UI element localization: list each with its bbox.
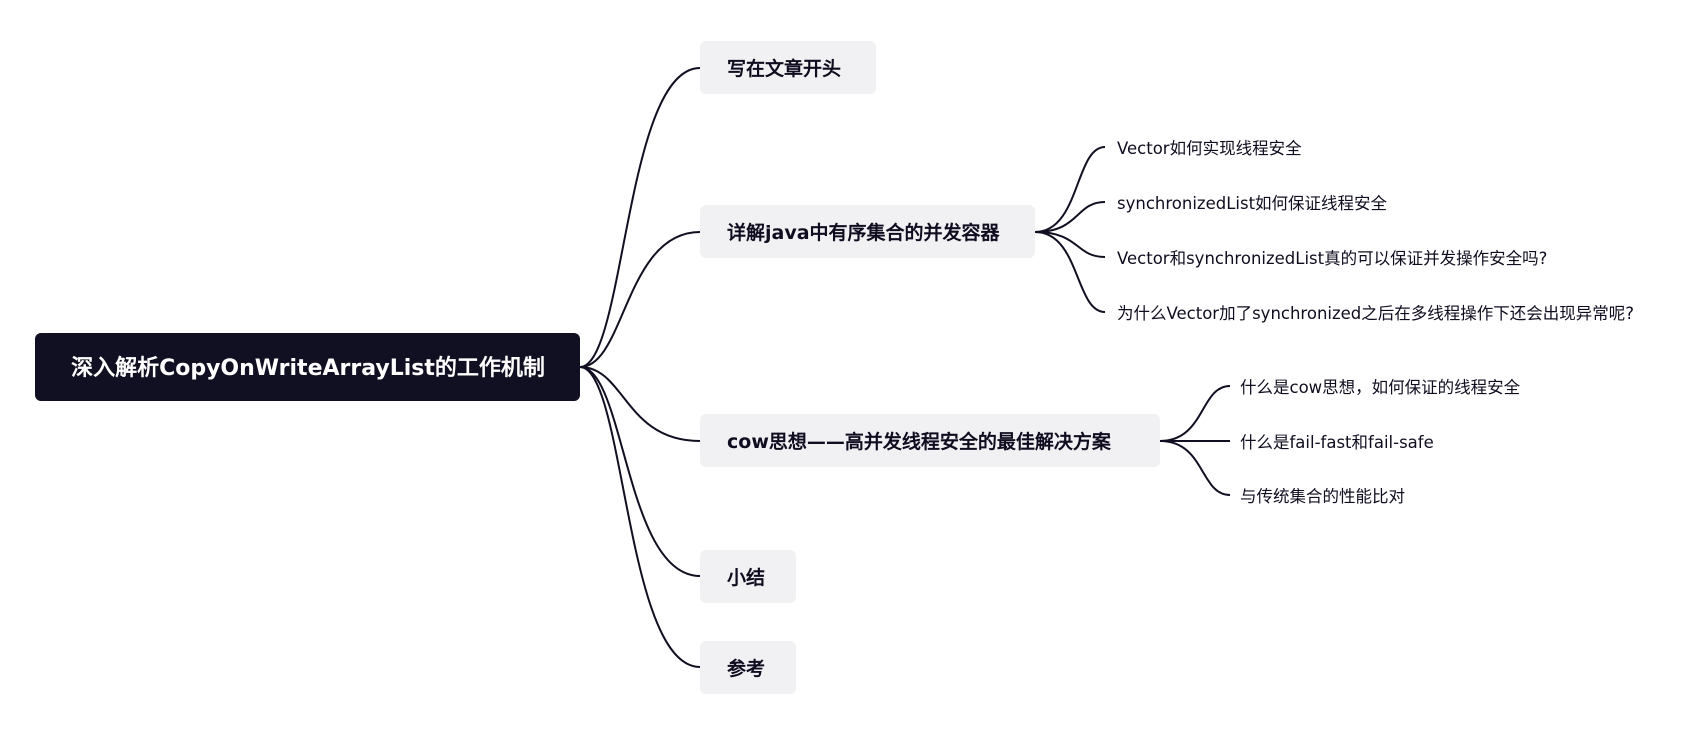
subtopic-vector-thread-safety[interactable]: Vector如何实现线程安全	[1117, 139, 1302, 158]
subtopic-what-is-cow[interactable]: 什么是cow思想，如何保证的线程安全	[1240, 378, 1521, 397]
topic-node-3[interactable]: cow思想——高并发线程安全的最佳解决方案	[700, 414, 1160, 467]
topic-node-4-box	[700, 550, 796, 603]
topic-node-2-box	[700, 205, 1035, 258]
link-root-topic-2	[579, 231, 701, 368]
root-node[interactable]: 深入解析CopyOnWriteArrayList的工作机制	[35, 333, 580, 401]
link-root-topic-4	[579, 366, 701, 577]
subtopic-fail-fast-fail-safe[interactable]: 什么是fail-fast和fail-safe	[1240, 433, 1434, 452]
link-topic-3-child-3	[1159, 440, 1231, 496]
connector-lines	[579, 67, 1231, 668]
link-topic-2-child-1	[1034, 146, 1106, 233]
link-root-topic-1	[579, 67, 701, 368]
link-root-topic-5	[579, 366, 701, 668]
root-node-box	[35, 333, 580, 401]
topic-node-4[interactable]: 小结	[700, 550, 796, 603]
topic-node-5-label: 参考	[727, 657, 765, 680]
topic-node-1-box	[700, 41, 876, 94]
subtopic-vector-exception-question[interactable]: 为什么Vector加了synchronized之后在多线程操作下还会出现异常呢?	[1117, 304, 1634, 323]
subtopic-concurrency-safe-question[interactable]: Vector和synchronizedList真的可以保证并发操作安全吗?	[1117, 249, 1547, 268]
root-node-label: 深入解析CopyOnWriteArrayList的工作机制	[71, 355, 545, 381]
link-topic-2-child-2	[1034, 201, 1106, 233]
topic-node-5-box	[700, 641, 796, 694]
topic-node-1[interactable]: 写在文章开头	[700, 41, 876, 94]
link-topic-3-child-1	[1159, 385, 1231, 442]
topic-node-2-label: 详解java中有序集合的并发容器	[727, 221, 1001, 244]
link-root-topic-3	[579, 366, 701, 442]
link-topic-2-child-4	[1034, 231, 1106, 313]
topic-node-2[interactable]: 详解java中有序集合的并发容器	[700, 205, 1035, 258]
topic-node-3-label: cow思想——高并发线程安全的最佳解决方案	[727, 430, 1112, 453]
subtopic-synchronizedlist-thread-safety[interactable]: synchronizedList如何保证线程安全	[1117, 194, 1388, 213]
topic-node-4-label: 小结	[727, 566, 765, 589]
link-topic-2-child-3	[1034, 231, 1106, 258]
topic-node-5[interactable]: 参考	[700, 641, 796, 694]
topic-node-3-box	[700, 414, 1160, 467]
subtopic-performance-comparison[interactable]: 与传统集合的性能比对	[1240, 487, 1405, 506]
topic-node-1-label: 写在文章开头	[727, 57, 841, 80]
